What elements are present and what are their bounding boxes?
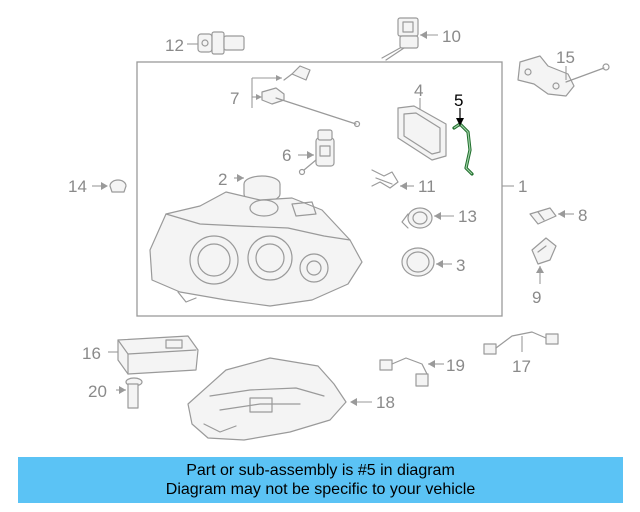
callout-4: 4	[414, 81, 423, 100]
callout-14: 14	[68, 177, 87, 196]
callout-12: 12	[165, 36, 184, 55]
part-6-motor[interactable]	[298, 129, 335, 176]
part-19-harness[interactable]	[379, 357, 429, 387]
part-4-gasket[interactable]	[397, 105, 447, 161]
part-11-clip[interactable]	[371, 169, 399, 189]
callout-9: 9	[532, 288, 541, 307]
part-10-bulb[interactable]	[381, 17, 419, 61]
headlamp-housing[interactable]	[149, 191, 363, 307]
part-7-screws[interactable]	[261, 65, 361, 128]
part-16-module[interactable]	[117, 335, 199, 375]
part-14-plug[interactable]	[109, 179, 127, 193]
part-18-bracket[interactable]	[187, 357, 347, 441]
callout-8: 8	[578, 206, 587, 225]
callout-2: 2	[218, 170, 227, 189]
callout-7: 7	[230, 89, 239, 108]
callout-17: 17	[512, 357, 531, 376]
part-17-harness[interactable]	[483, 331, 559, 355]
banner-line-1: Part or sub-assembly is #5 in diagram	[186, 462, 455, 479]
part-15-sensor[interactable]	[517, 55, 610, 97]
callout-13: 13	[458, 207, 477, 226]
callout-5: 5	[454, 91, 463, 110]
assembly-frame	[136, 61, 503, 317]
part-9-bulb[interactable]	[531, 237, 557, 265]
callout-1: 1	[518, 177, 527, 196]
callout-20: 20	[88, 382, 107, 401]
callout-15: 15	[556, 48, 575, 67]
callout-3: 3	[456, 256, 465, 275]
banner-line-2: Diagram may not be specific to your vehi…	[165, 481, 476, 498]
callout-10: 10	[442, 27, 461, 46]
part-3-ring[interactable]	[401, 247, 435, 277]
callout-18: 18	[376, 393, 395, 412]
info-banner: Part or sub-assembly is #5 in diagram Di…	[18, 457, 623, 503]
callout-6: 6	[282, 146, 291, 165]
callout-16: 16	[82, 344, 101, 363]
part-13-socket[interactable]	[401, 207, 433, 229]
callout-19: 19	[446, 356, 465, 375]
part-20-bolt[interactable]	[125, 377, 143, 409]
part-5-wire-harness[interactable]	[452, 122, 474, 176]
part-8-connector[interactable]	[529, 207, 557, 225]
callout-11: 11	[418, 177, 436, 196]
parts-diagram: 12 10 15 7 4	[68, 17, 610, 441]
part-12-bulb[interactable]	[197, 31, 245, 55]
